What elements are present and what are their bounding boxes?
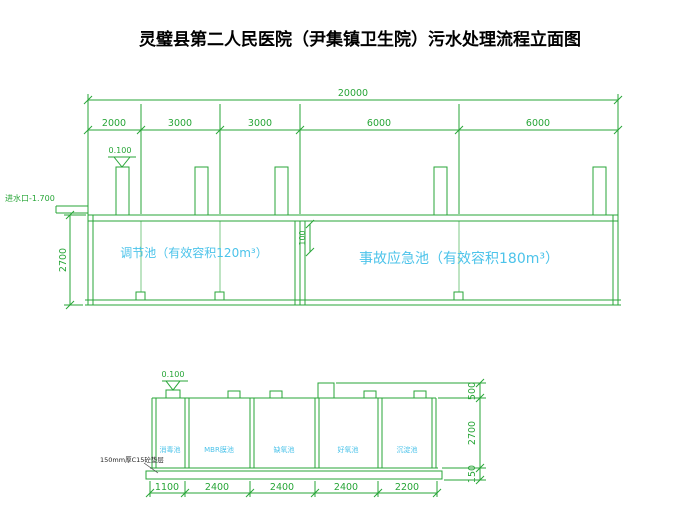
compartment-label-3: 缺氧池 xyxy=(274,445,295,454)
upper-tank-structure xyxy=(85,166,621,306)
inlet-label: 进水口-1.700 xyxy=(5,193,55,203)
upper-dim-seg-5: 6000 xyxy=(526,118,550,129)
lower-dim-1: 1100 xyxy=(155,482,179,493)
lower-right-dim-3: 150 xyxy=(467,465,478,483)
pillar xyxy=(363,390,377,399)
upper-tank-inner-columns xyxy=(140,221,460,292)
pillar xyxy=(592,166,607,216)
upper-elevation-value: 0.100 xyxy=(109,146,132,155)
upper-dim-seg-3: 3000 xyxy=(248,118,272,129)
base-note: 150mm厚C15砼垫层 xyxy=(100,455,164,464)
lower-bottom-dimensions xyxy=(145,481,442,498)
tank2-label: 事故应急池（有效容积180m³） xyxy=(359,250,559,267)
inlet-pipe xyxy=(55,205,88,214)
lower-right-dimensions xyxy=(336,378,486,485)
upper-dim-total: 20000 xyxy=(338,88,368,99)
upper-dim-seg-4: 6000 xyxy=(367,118,391,129)
upper-dim-height: 2700 xyxy=(58,248,69,272)
pillar xyxy=(194,166,209,216)
base-note-leader xyxy=(143,462,159,474)
compartment-label-4: 好氧池 xyxy=(338,445,359,454)
upper-dimension-lines xyxy=(83,94,623,215)
tank1-label: 调节池（有效容积120m³） xyxy=(120,245,267,260)
upper-gap-dimension xyxy=(305,219,315,257)
pillar xyxy=(165,389,181,399)
lower-dim-5: 2200 xyxy=(395,482,419,493)
lower-dim-2: 2400 xyxy=(205,482,229,493)
pillar xyxy=(433,166,448,216)
lower-dim-3: 2400 xyxy=(270,482,294,493)
drawing-title: 灵璧县第二人民医院（尹集镇卫生院）污水处理流程立面图 xyxy=(139,29,581,49)
lower-view: 0.100 xyxy=(100,370,486,498)
upper-elevation-symbol xyxy=(108,156,136,168)
compartment-label-2: MBR膜池 xyxy=(204,445,234,454)
pillar xyxy=(413,390,427,399)
upper-dim-seg-1: 2000 xyxy=(102,118,126,129)
upper-view: 20000 2000 3000 3000 6000 6000 0.100 进水口… xyxy=(5,88,623,310)
pillar xyxy=(115,166,130,216)
lower-elevation-value: 0.100 xyxy=(162,370,185,379)
pillar xyxy=(317,382,335,399)
lower-right-dim-2: 2700 xyxy=(467,421,478,445)
upper-height-dimension xyxy=(64,210,86,310)
compartment-label-1: 消毒池 xyxy=(160,445,181,454)
pillar xyxy=(269,390,283,399)
compartment-label-5: 沉淀池 xyxy=(397,445,418,454)
lower-dim-4: 2400 xyxy=(334,482,358,493)
pillar xyxy=(227,390,241,399)
lower-right-dim-1: 500 xyxy=(467,382,478,400)
pillar xyxy=(274,166,289,216)
lower-elevation-symbol xyxy=(162,380,188,391)
lower-tank-structure xyxy=(145,382,443,480)
upper-dim-seg-2: 3000 xyxy=(168,118,192,129)
upper-dim-gap: 100 xyxy=(298,230,307,245)
